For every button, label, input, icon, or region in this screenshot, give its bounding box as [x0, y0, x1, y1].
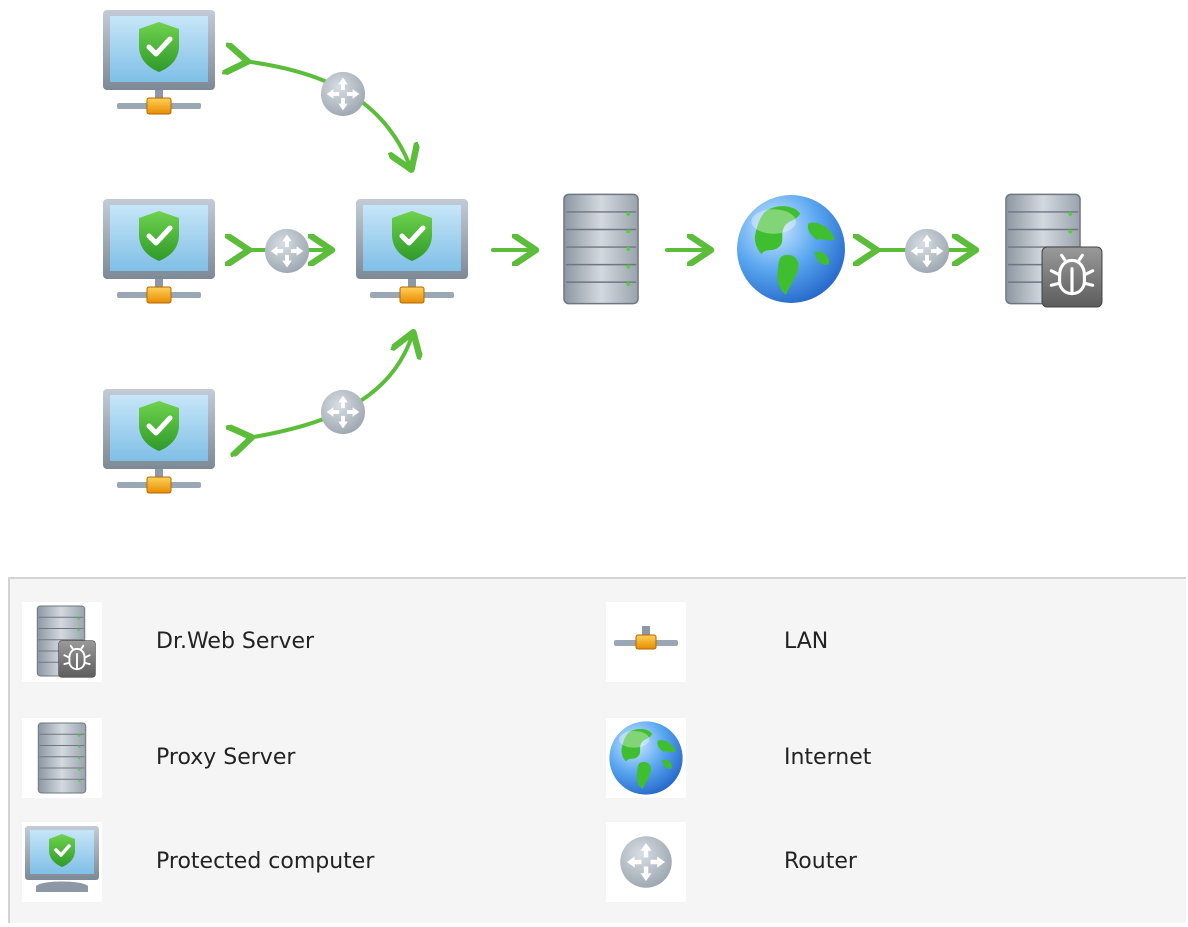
drweb-badge-icon	[1041, 246, 1103, 308]
network-diagram	[0, 0, 1103, 540]
legend-label-drweb-server: Dr.Web Server	[156, 629, 315, 654]
protected-computer-hub	[356, 199, 468, 303]
router-bottom	[320, 389, 366, 435]
router-middle	[264, 228, 310, 274]
legend-label-router: Router	[784, 849, 857, 874]
legend-row-3: Protected computer Router	[10, 817, 1186, 907]
proxy-server-icon	[22, 718, 102, 798]
protected-computer-top	[103, 10, 215, 114]
internet-globe	[737, 195, 845, 303]
router-icon	[606, 822, 686, 902]
lan-icon	[606, 602, 686, 682]
legend-label-proxy-server: Proxy Server	[156, 745, 296, 770]
legend-row-2: Proxy Server Internet	[10, 713, 1186, 803]
internet-icon	[606, 718, 686, 798]
legend-label-protected-computer: Protected computer	[156, 849, 375, 874]
router-top	[320, 71, 366, 117]
legend-label-internet: Internet	[784, 745, 872, 770]
drweb-server	[1005, 193, 1103, 308]
arrow-top-computer-to-hub	[244, 61, 410, 166]
protected-computer-bottom	[103, 389, 215, 493]
proxy-server	[563, 193, 639, 305]
legend: Dr.Web Server LAN Proxy Server Internet	[8, 577, 1186, 923]
protected-computer-middle	[103, 199, 215, 303]
router-right	[904, 228, 950, 274]
drweb-server-icon	[22, 602, 102, 682]
legend-label-lan: LAN	[784, 629, 829, 654]
protected-computer-icon	[22, 822, 102, 902]
legend-row-1: Dr.Web Server LAN	[10, 597, 1186, 687]
